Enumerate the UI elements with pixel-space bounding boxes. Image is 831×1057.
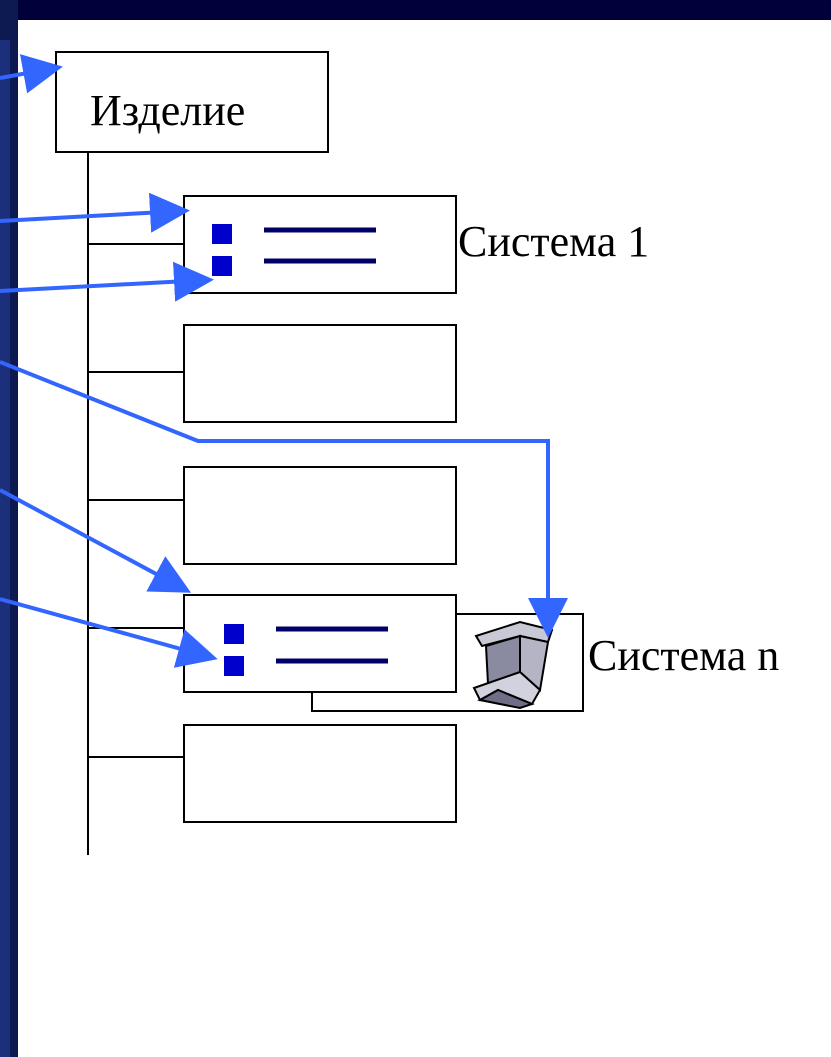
root-box — [55, 51, 329, 153]
bullet-marker — [212, 256, 232, 276]
arrow-to-steel-beam — [0, 360, 568, 638]
system-box-2 — [183, 324, 457, 423]
arrow-to-bullet-n — [0, 597, 218, 668]
left-frame-highlight — [0, 40, 10, 1057]
bullet-marker — [224, 624, 244, 644]
top-frame — [0, 0, 831, 20]
system-n-label: Система n — [588, 631, 780, 680]
root-label: Изделие — [90, 86, 246, 135]
arrow-to-root — [0, 54, 63, 94]
arrow-to-system-n — [0, 488, 192, 593]
bullet-marker — [212, 224, 232, 244]
system-box-3 — [183, 466, 457, 565]
arrow-to-bullet-1 — [0, 261, 214, 302]
arrow-to-system-1 — [0, 192, 190, 233]
steel-beam-icon — [472, 620, 554, 710]
system-box-1 — [183, 195, 457, 294]
system-box-5 — [183, 724, 457, 823]
bullet-marker — [224, 656, 244, 676]
system-1-label: Система 1 — [458, 217, 650, 266]
